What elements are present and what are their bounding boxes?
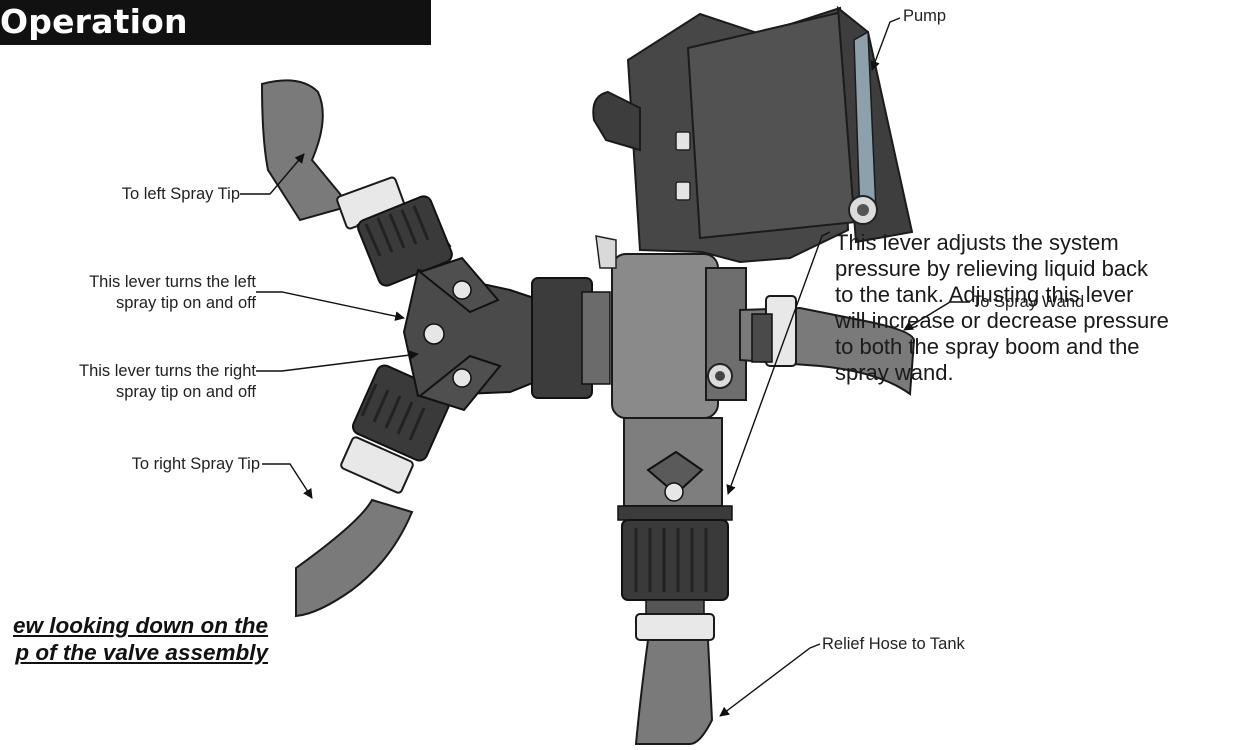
section-title: Operation	[0, 2, 188, 41]
view-caption: ew looking down on the p of the valve as…	[0, 612, 268, 666]
relief-valve	[617, 417, 733, 601]
pump-label: Pump	[903, 7, 947, 25]
spray-wand-hose	[739, 295, 916, 396]
left-lever-label-line2: spray tip on and off	[115, 294, 256, 312]
right-lever-label-line1: This lever turns the right	[79, 362, 256, 380]
pressure-housing	[595, 235, 747, 419]
right-lever-label-line2: spray tip on and off	[115, 383, 256, 401]
right-spray-tip-label: To right Spray Tip	[131, 455, 260, 473]
spray-wand-label: To Spray Wand	[972, 293, 1085, 311]
view-caption-line1: ew looking down on the	[13, 613, 268, 638]
left-lever-label-line1: This lever turns the left	[89, 273, 256, 291]
right-spray-tip-hose	[295, 364, 453, 618]
relief-hose	[634, 599, 715, 745]
relief-hose-label: Relief Hose to Tank	[822, 635, 965, 653]
left-spray-tip-hose	[260, 79, 453, 287]
y-valve-body	[402, 256, 611, 412]
left-spray-tip-label: To left Spray Tip	[121, 185, 240, 203]
view-caption-line2: p of the valve assembly	[15, 640, 268, 665]
leader-lines	[240, 17, 970, 717]
pressure-lever-description: This lever adjusts the system pressure b…	[835, 230, 1169, 385]
pump-body	[592, 5, 914, 264]
section-header: Operation	[0, 0, 431, 45]
